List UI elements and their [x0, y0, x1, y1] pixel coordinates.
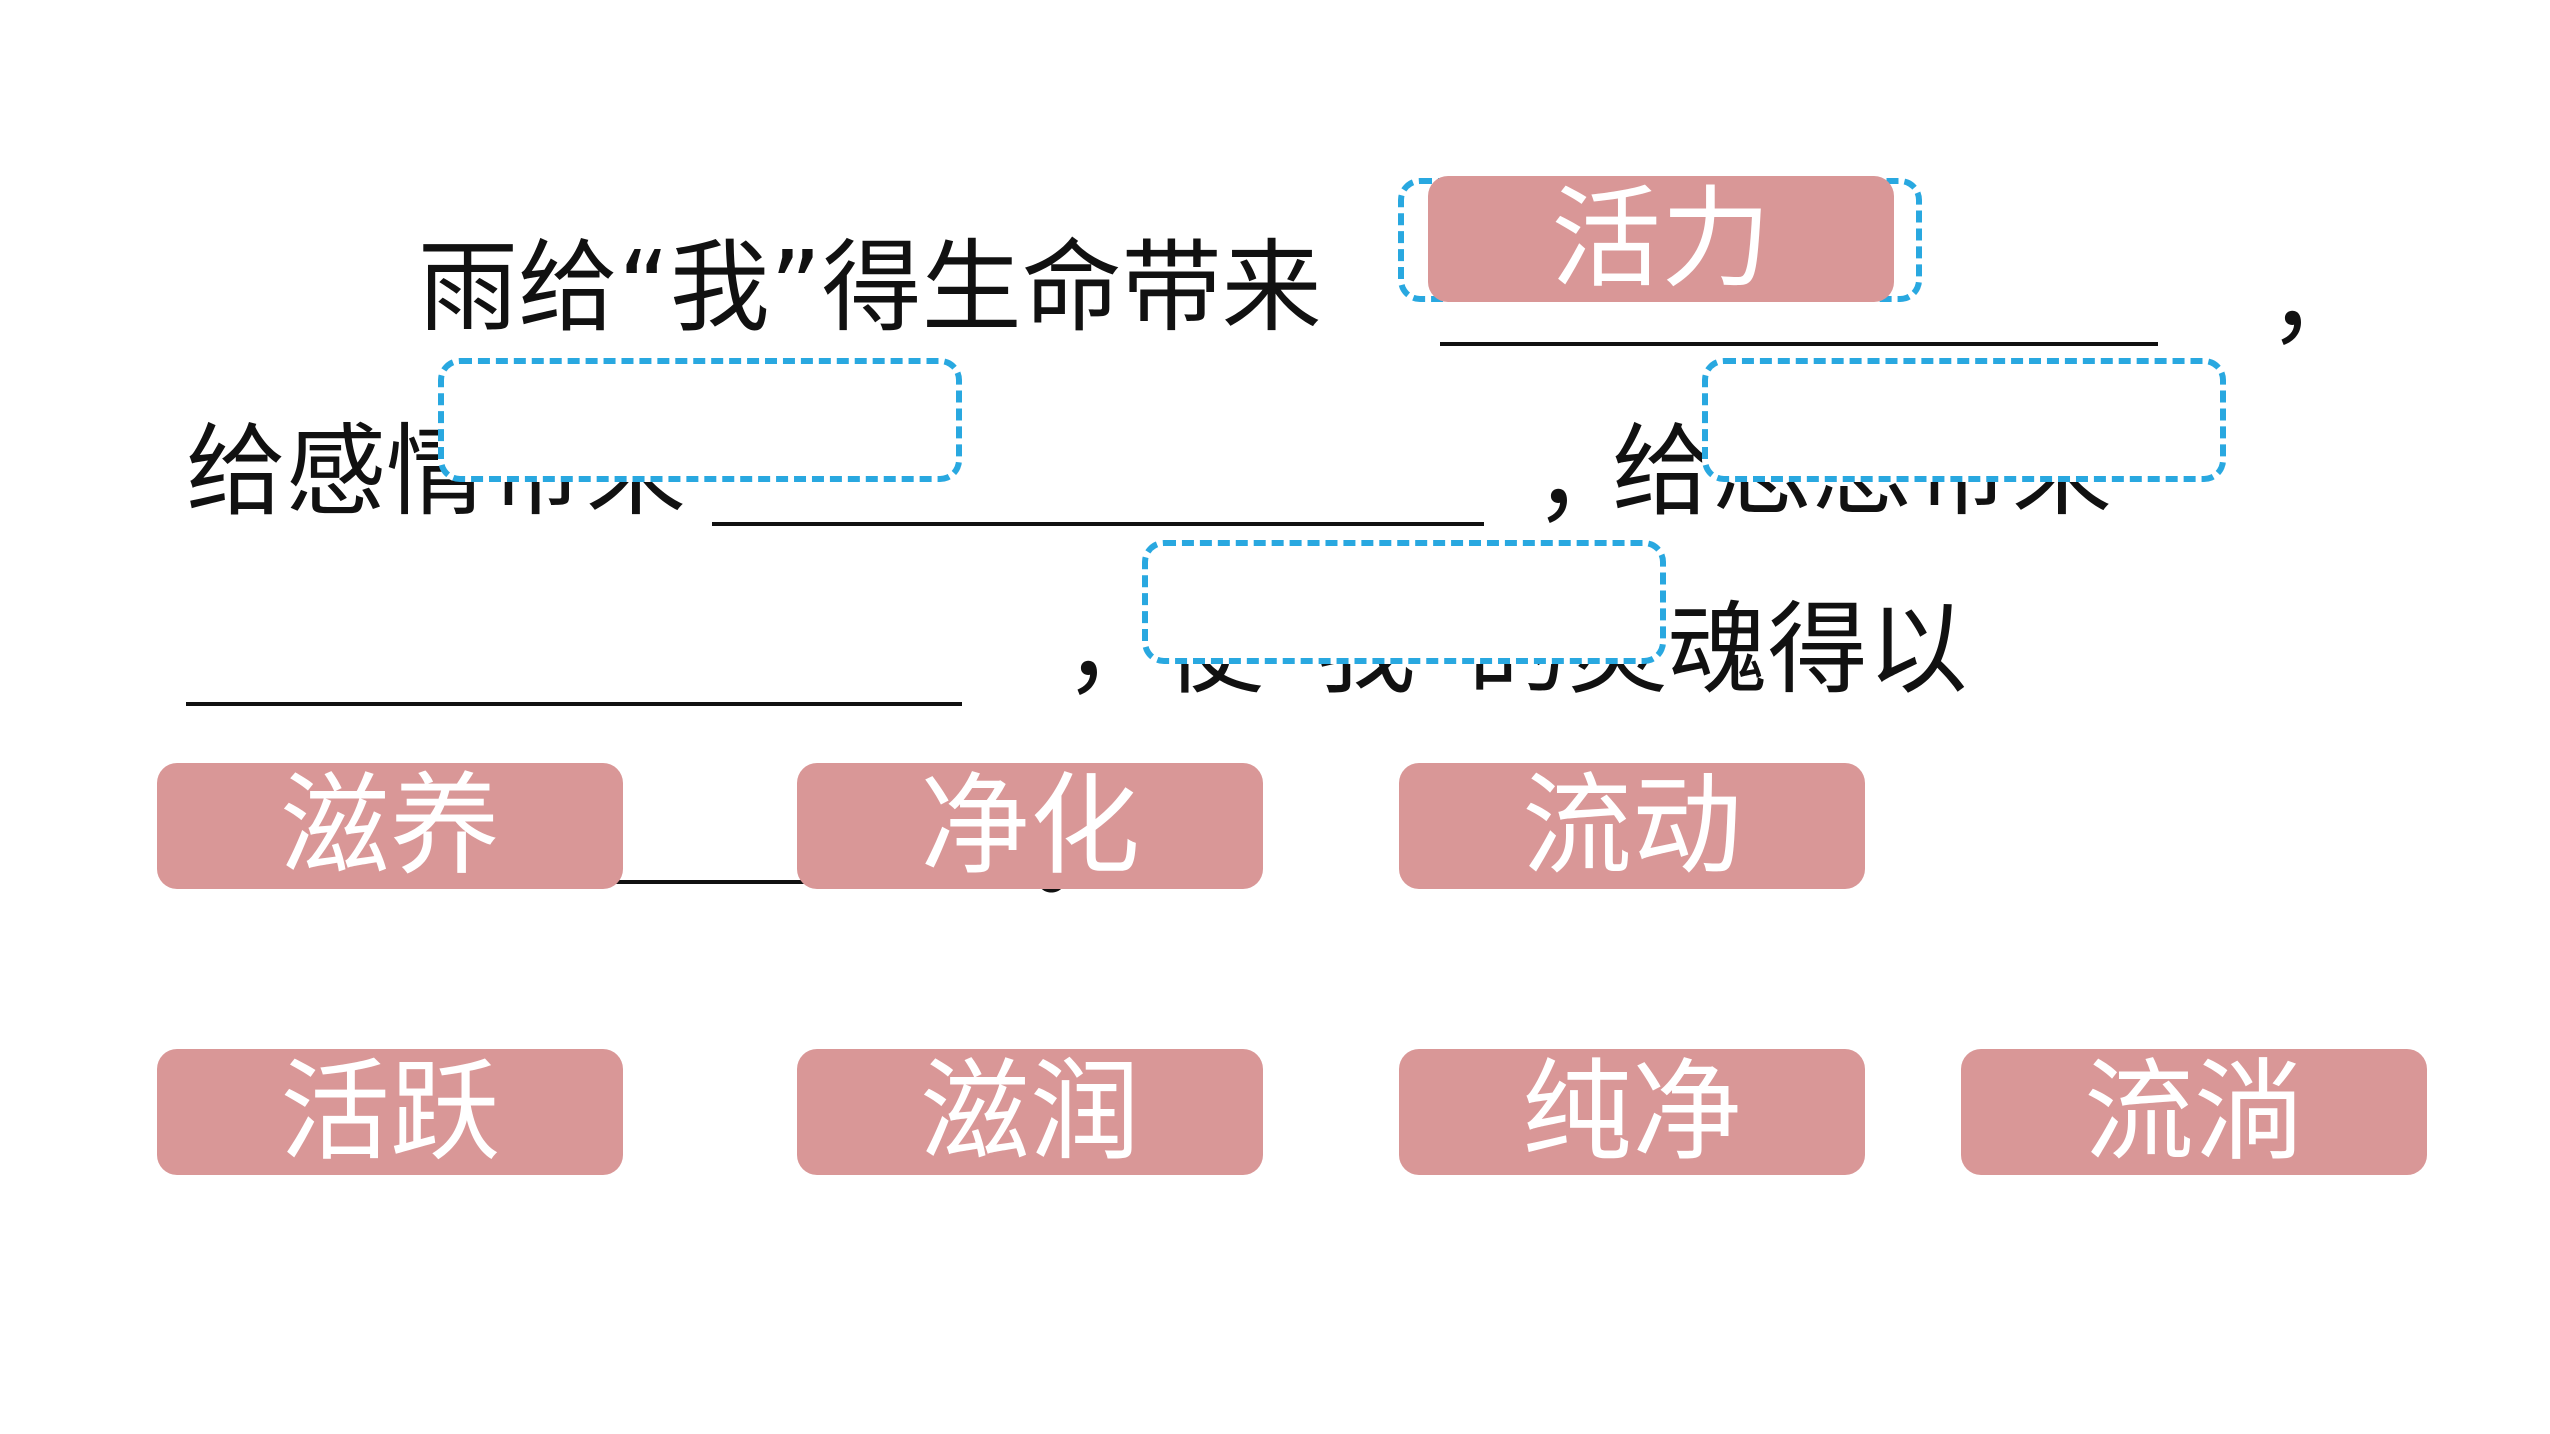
line-2-comma: ，: [1534, 419, 1634, 536]
word-chip[interactable]: 滋润: [797, 1049, 1263, 1175]
answer-blank-3: [186, 702, 962, 706]
drop-zone-2[interactable]: [438, 358, 962, 482]
answer-blank-1: [1440, 342, 2158, 346]
answer-blank-2: [712, 522, 1484, 526]
word-chip[interactable]: 活跃: [157, 1049, 623, 1175]
word-chip[interactable]: 净化: [797, 763, 1263, 889]
sentence-line-1-text: 雨给“我”得生命带来: [418, 229, 1322, 346]
line-1-comma: ，: [2268, 241, 2368, 358]
word-chip[interactable]: 流淌: [1961, 1049, 2427, 1175]
word-chip[interactable]: 滋养: [157, 763, 623, 889]
word-chip[interactable]: 纯净: [1399, 1049, 1865, 1175]
drop-zone-4[interactable]: [1142, 540, 1666, 664]
placed-answer-chip[interactable]: 活力: [1428, 176, 1894, 302]
drop-zone-3[interactable]: [1702, 358, 2226, 482]
word-chip[interactable]: 流动: [1399, 763, 1865, 889]
